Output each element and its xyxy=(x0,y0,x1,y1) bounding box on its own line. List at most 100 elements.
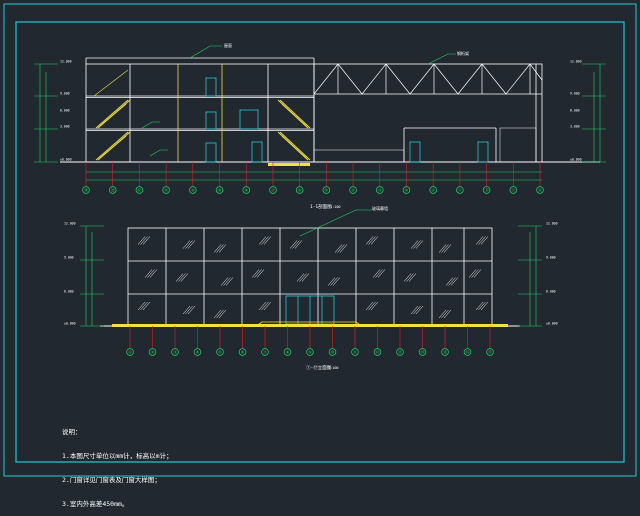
section-right-elev-label: ±0.000 xyxy=(570,158,582,162)
glass-hatch-stroke xyxy=(261,301,269,311)
section-truss-label: 钢桁架 xyxy=(457,50,469,56)
elevation-left-elev-label: ±0.000 xyxy=(64,322,76,326)
glass-hatch-stroke xyxy=(327,277,336,286)
section-axis-label: ③ xyxy=(378,188,382,193)
glass-hatch-stroke xyxy=(368,236,376,245)
glass-hatch-stroke xyxy=(140,236,148,245)
glass-hatch-stroke xyxy=(370,236,379,245)
section-axis-bubble xyxy=(162,186,170,194)
elevation-left-elev-label: 12.000 xyxy=(64,222,76,226)
section-left-elev-label: 12.000 xyxy=(60,60,72,64)
elevation-right-elev-scale xyxy=(518,225,542,327)
section-axis-label: ⑩ xyxy=(191,188,195,193)
outer-frame xyxy=(3,3,637,477)
section-axis-label: ② xyxy=(405,188,409,193)
elevation-leader xyxy=(299,209,372,237)
glass-hatch-stroke xyxy=(415,240,424,249)
glass-hatch-stroke xyxy=(334,244,343,253)
section-axis-bubble xyxy=(349,186,357,194)
glass-hatch-stroke xyxy=(330,277,338,286)
section-truss-block xyxy=(313,63,543,163)
elevation-view xyxy=(100,227,520,327)
elevation-axis-bubble xyxy=(216,348,224,356)
glass-hatch-stroke xyxy=(180,273,189,282)
elevation-right-elev-label: 12.000 xyxy=(546,222,558,226)
glass-hatch-stroke xyxy=(147,269,155,278)
glass-hatch-stroke xyxy=(144,269,153,278)
section-axis-label: ⓐ xyxy=(458,187,462,193)
glass-hatch-stroke xyxy=(339,244,348,253)
glass-hatch-stroke xyxy=(408,273,417,282)
glass-hatch-stroke xyxy=(471,269,479,278)
glass-hatch-stroke xyxy=(450,277,459,286)
section-axis-label: ⑬ xyxy=(111,187,115,193)
section-axis-bubble xyxy=(509,186,518,194)
glass-hatch-stroke xyxy=(182,305,191,315)
glass-hatch-stroke xyxy=(299,273,307,282)
drawing-notes: 说明： 1.本图尺寸单位以mm计，标高以m计； 2.门窗详见门窗表及门窗大样图；… xyxy=(62,412,173,516)
glass-hatch-stroke xyxy=(213,309,222,319)
notes-title: 说明： xyxy=(62,428,82,436)
elevation-ground-strip xyxy=(112,324,508,327)
glass-hatch-stroke xyxy=(441,244,449,253)
elevation-axis-bubble xyxy=(171,348,179,356)
elevation-axis-bubble xyxy=(193,348,202,356)
section-axis-label: ⑪ xyxy=(164,187,168,193)
section-left-elev-label: 6.000 xyxy=(60,109,70,113)
elevation-right-elev-label: 6.000 xyxy=(546,290,556,294)
glass-hatch-stroke xyxy=(187,240,196,249)
cad-drawing-sheet: 屋面 钢桁架 12.000 9.000 6.000 3.000 ±0.000 12.00… xyxy=(3,3,637,477)
glass-hatch-stroke xyxy=(263,301,272,311)
glass-hatch-stroke xyxy=(216,244,224,253)
section-left-elev-label: 9.000 xyxy=(60,92,70,96)
elevation-axis-bubble xyxy=(396,348,404,356)
elevation-axis-bubble xyxy=(463,348,472,356)
elevation-axis-label: ⑭ xyxy=(421,349,425,355)
glass-hatch-stroke xyxy=(258,236,267,245)
section-axis-label: ④ xyxy=(351,188,355,193)
glass-hatch-stroke xyxy=(410,240,419,249)
glass-hatch-stroke xyxy=(480,301,489,311)
section-axis-bubble xyxy=(215,186,224,194)
glass-hatch-stroke xyxy=(256,269,265,278)
glass-hatch-stroke xyxy=(403,273,412,282)
section-axis-bubble xyxy=(456,186,464,194)
elevation-axis-bubble xyxy=(306,348,314,356)
glass-reflection-hatches xyxy=(137,236,489,319)
section-right-elev-label: 12.000 xyxy=(570,60,582,64)
section-title: 1-1剖面图 xyxy=(310,203,332,210)
glass-hatch-stroke xyxy=(175,273,184,282)
glass-hatch-stroke xyxy=(332,277,341,286)
glass-hatch-stroke xyxy=(478,236,486,245)
elevation-axis-label: ⑥ xyxy=(241,350,245,355)
elevation-left-elev-scale xyxy=(80,225,104,327)
section-left-elev-scale xyxy=(34,63,58,163)
glass-hatch-stroke xyxy=(448,277,456,286)
glass-hatch-stroke xyxy=(220,277,229,286)
elevation-axis-label: ⑨ xyxy=(308,350,312,355)
glass-hatch-stroke xyxy=(294,240,303,249)
section-axis-bubble xyxy=(482,186,491,194)
elevation-glass-label: 玻璃幕墙 xyxy=(372,205,388,211)
elevation-left-elev-label: 9.000 xyxy=(64,256,74,260)
elevation-title: ①-⑰立面图 xyxy=(306,364,332,371)
glass-hatch-stroke xyxy=(438,309,447,319)
glass-hatch-stroke xyxy=(365,301,374,311)
section-roof-label: 屋面 xyxy=(224,42,232,48)
section-right-elev-scale xyxy=(582,63,606,163)
glass-hatch-stroke xyxy=(375,269,383,278)
glass-hatch-stroke xyxy=(468,269,477,278)
elevation-axis-label: ⑪ xyxy=(353,349,357,355)
note-line-2: 2.门窗详见门窗表及门窗大样图； xyxy=(62,476,161,484)
glass-hatch-stroke xyxy=(218,309,227,319)
elevation-left-elev-label: 6.000 xyxy=(64,290,74,294)
elevation-step xyxy=(255,321,363,327)
section-axis-bubble xyxy=(108,186,117,194)
section-right-elev-label: 3.000 xyxy=(570,125,580,129)
elevation-axis-bubble xyxy=(261,348,269,356)
glass-hatch-stroke xyxy=(178,273,186,282)
